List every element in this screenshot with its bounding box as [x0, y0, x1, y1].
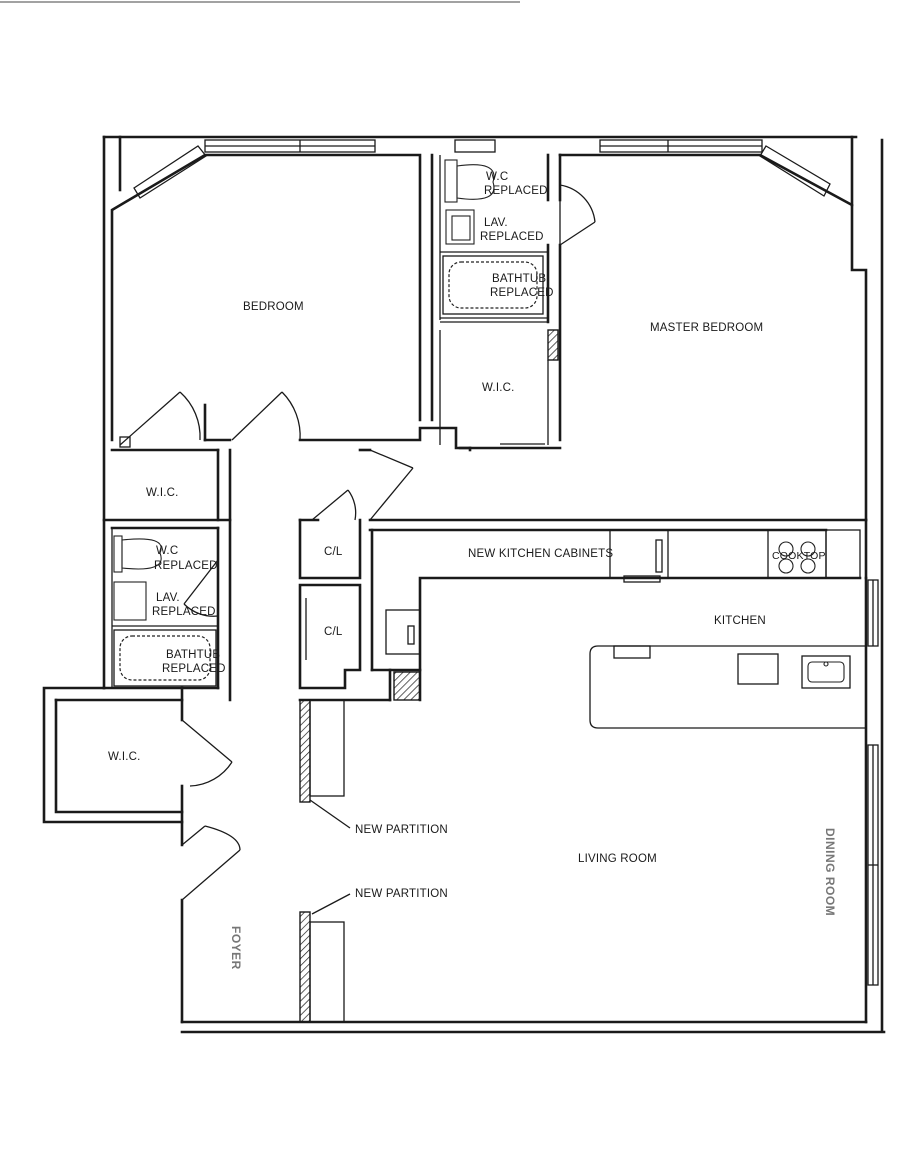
- label-wc-top-1: W.C: [486, 171, 508, 183]
- closets: [298, 489, 422, 702]
- label-bathtub-top-1: BATHTUB: [492, 273, 546, 285]
- label-lav-top-2: REPLACED: [480, 231, 544, 243]
- label-cooktop: COOKTOP: [772, 550, 826, 562]
- room-label-master-bedroom: MASTER BEDROOM: [650, 322, 763, 334]
- bathroom-top: [430, 153, 596, 442]
- partitions: [299, 699, 351, 1023]
- room-label-cl-lower: C/L: [324, 626, 343, 638]
- room-label-cl-upper: C/L: [324, 546, 343, 558]
- label-bathtub-top-2: REPLACED: [490, 287, 554, 299]
- room-label-kitchen: KITCHEN: [714, 615, 766, 627]
- outer-walls: [42, 135, 886, 1034]
- room-label-wic-master: W.I.C.: [482, 382, 515, 394]
- label-lav-lower-1: LAV.: [156, 592, 180, 604]
- label-lav-top-1: LAV.: [484, 217, 508, 229]
- kitchen-fixtures: [385, 529, 867, 729]
- room-label-wic-bedroom: W.I.C.: [146, 487, 179, 499]
- label-bathtub-lower-1: BATHTUB: [166, 649, 220, 661]
- label-wc-lower-2: REPLACED: [154, 560, 218, 572]
- room-label-bedroom: BEDROOM: [243, 301, 304, 313]
- wic-master: [439, 330, 562, 450]
- label-bathtub-lower-2: REPLACED: [162, 663, 226, 675]
- room-label-wic-foyer: W.I.C.: [108, 751, 141, 763]
- corridor-walls: [102, 391, 868, 702]
- label-wc-lower-1: W.C: [156, 545, 178, 557]
- label-new-kitchen-cabinets: NEW KITCHEN CABINETS: [468, 548, 613, 560]
- label-wc-top-2: REPLACED: [484, 185, 548, 197]
- room-label-foyer: FOYER: [229, 926, 243, 970]
- note-new-partition-2: NEW PARTITION: [355, 888, 448, 900]
- room-label-living-room: LIVING ROOM: [578, 853, 657, 865]
- foyer-doors: [180, 719, 241, 901]
- bathroom-lower: [102, 526, 220, 690]
- labels: BEDROOM MASTER BEDROOM W.I.C. W.I.C. W.I…: [108, 171, 837, 970]
- windows-top: [133, 139, 831, 199]
- label-lav-lower-2: REPLACED: [152, 606, 216, 618]
- windows-right: [867, 579, 879, 986]
- room-label-dining-room: DINING ROOM: [823, 828, 837, 916]
- note-new-partition-1: NEW PARTITION: [355, 824, 448, 836]
